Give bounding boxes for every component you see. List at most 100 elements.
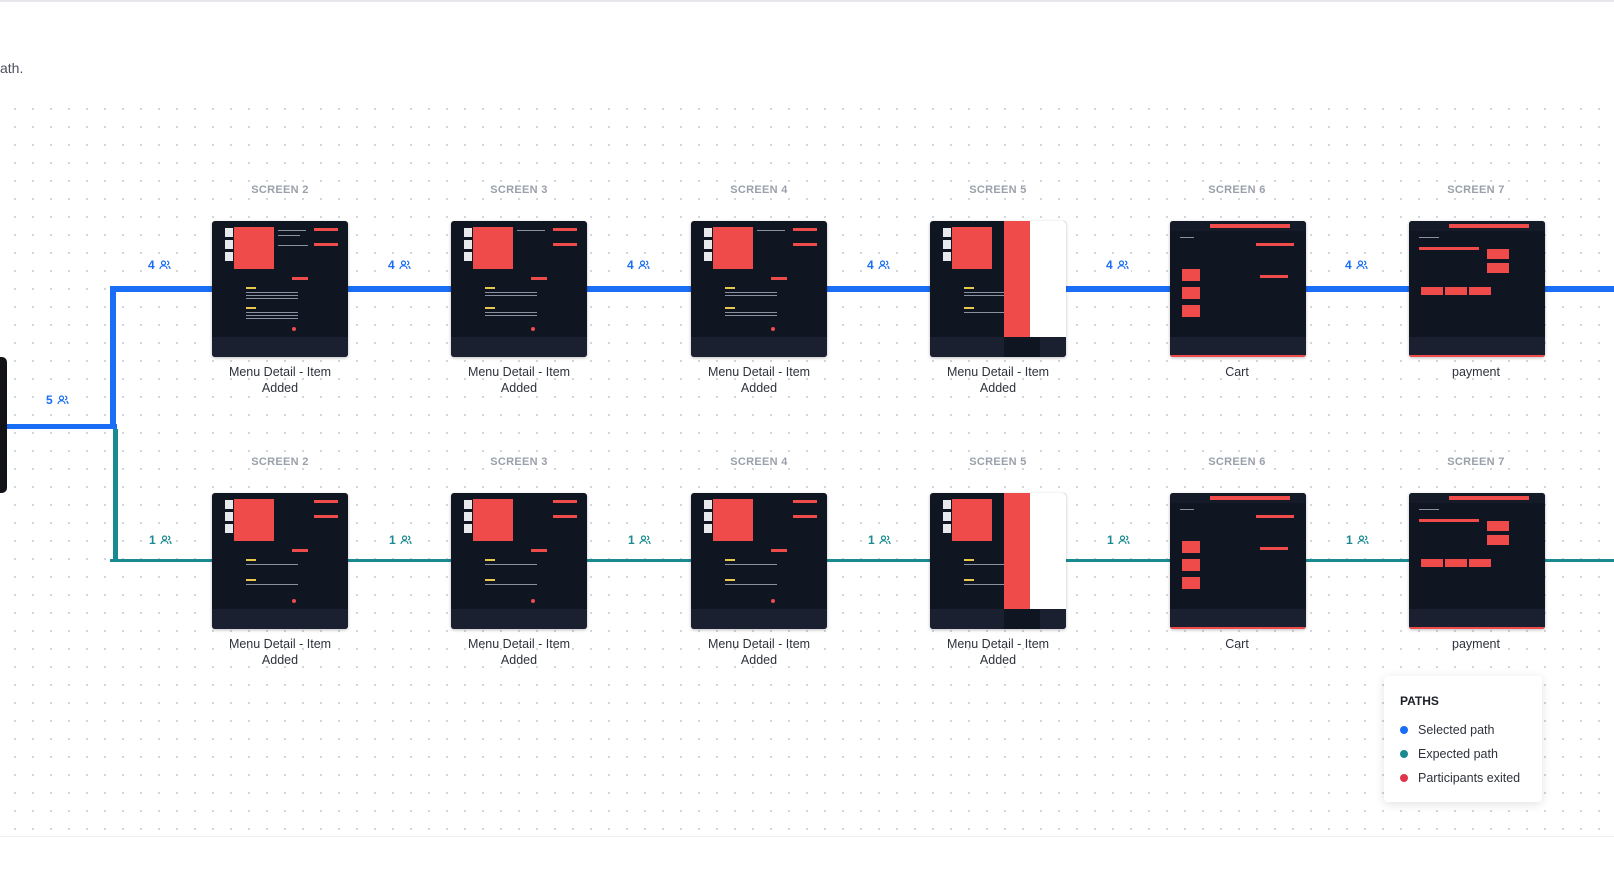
thumb-red-underline	[1170, 355, 1306, 357]
selected-path-row-edge	[110, 286, 1614, 292]
thumb-red-block	[1487, 263, 1509, 273]
thumb-text	[485, 564, 537, 565]
participant-count: 4	[625, 258, 652, 272]
users-icon	[1357, 535, 1369, 545]
thumb-red-bar	[1260, 275, 1288, 278]
thumb-text	[725, 315, 777, 316]
thumb-product-image	[713, 499, 753, 541]
screen-label: SCREEN 3	[490, 456, 548, 468]
screen-thumbnail[interactable]	[212, 221, 348, 357]
thumb-rating	[725, 579, 735, 581]
users-icon	[879, 535, 891, 545]
thumb-rating	[485, 579, 495, 581]
screen-thumbnail[interactable]	[1170, 493, 1306, 629]
participant-count: 4	[1343, 258, 1370, 272]
thumb-rating	[246, 559, 256, 561]
participant-count: 1	[866, 533, 893, 547]
thumb-red-bar	[314, 500, 338, 503]
thumb-sidebar-swatch	[943, 524, 951, 533]
thumb-red-block	[1445, 559, 1467, 567]
thumb-red-bar	[553, 500, 577, 503]
thumb-product-image	[952, 499, 992, 541]
screen-name: payment	[1452, 637, 1500, 651]
screen-thumbnail[interactable]	[691, 493, 827, 629]
thumb-text	[517, 230, 545, 231]
bottom-divider	[0, 836, 1614, 837]
thumb-sidebar-swatch	[225, 512, 233, 521]
screen-thumbnail[interactable]	[1409, 221, 1545, 357]
thumb-sidebar-swatch	[704, 524, 712, 533]
thumb-text	[485, 584, 537, 585]
screen-label: SCREEN 6	[1208, 184, 1266, 196]
thumb-text	[485, 312, 537, 313]
thumb-product-image	[952, 227, 992, 269]
thumb-page-dot	[771, 599, 775, 603]
thumb-sidebar-swatch	[464, 252, 472, 261]
legend-item-participants-exited: Participants exited	[1400, 771, 1520, 785]
users-icon	[400, 535, 412, 545]
users-icon	[638, 260, 650, 270]
thumb-cart-item	[1182, 269, 1200, 281]
thumb-sidebar-swatch	[464, 240, 472, 249]
thumb-rating	[485, 287, 495, 289]
legend-dot	[1400, 774, 1408, 782]
thumb-red-bar	[314, 228, 338, 231]
thumb-red-bar	[1419, 247, 1479, 250]
thumb-red-underline	[1409, 627, 1545, 629]
thumb-red-block	[1487, 249, 1509, 259]
thumb-red-bar	[292, 549, 308, 552]
screen-name: Cart	[1225, 365, 1249, 379]
thumb-sidebar-swatch	[464, 524, 472, 533]
thumb-sidebar-swatch	[704, 240, 712, 249]
thumb-nav-bar	[1449, 496, 1529, 500]
thumb-red-block	[1421, 287, 1443, 295]
screen-thumbnail[interactable]	[930, 493, 1066, 629]
legend-item-selected-path: Selected path	[1400, 723, 1494, 737]
users-icon	[399, 260, 411, 270]
thumb-red-bar	[793, 500, 817, 503]
thumb-footer	[451, 609, 587, 629]
screen-thumbnail[interactable]	[691, 221, 827, 357]
screen-thumbnail[interactable]	[930, 221, 1066, 357]
screen-thumbnail[interactable]	[212, 493, 348, 629]
thumb-rating	[485, 307, 495, 309]
thumb-cart-overlay	[1004, 493, 1066, 629]
thumb-text	[725, 295, 777, 296]
thumb-rating	[246, 579, 256, 581]
screen-thumbnail[interactable]	[451, 493, 587, 629]
thumb-red-bar	[771, 549, 787, 552]
thumb-text	[964, 564, 1004, 565]
thumb-footer	[691, 609, 827, 629]
users-icon	[1356, 260, 1368, 270]
thumb-footer	[1409, 609, 1545, 629]
participant-count: 4	[865, 258, 892, 272]
thumb-text	[246, 298, 298, 299]
thumb-cart-item	[1182, 287, 1200, 299]
screen-thumbnail[interactable]	[1170, 221, 1306, 357]
thumb-red-block	[1487, 521, 1509, 531]
thumb-red-bar	[793, 228, 817, 231]
thumb-red-block	[1469, 287, 1491, 295]
thumb-footer	[691, 337, 827, 357]
thumb-product-image	[234, 499, 274, 541]
thumb-page-dot	[531, 327, 535, 331]
flow-canvas[interactable]	[0, 96, 1614, 836]
screen-name: payment	[1452, 365, 1500, 379]
screen-label: SCREEN 4	[730, 184, 788, 196]
thumb-text	[725, 584, 777, 585]
thumb-sidebar-swatch	[225, 228, 233, 237]
thumb-cart-item	[1182, 559, 1200, 571]
thumb-text	[278, 245, 308, 246]
thumb-red-block	[1469, 559, 1491, 567]
legend-label: Selected path	[1418, 723, 1495, 737]
start-screen-node[interactable]	[0, 357, 7, 493]
screen-label: SCREEN 7	[1447, 184, 1505, 196]
screen-thumbnail[interactable]	[1409, 493, 1545, 629]
thumb-sidebar-swatch	[704, 512, 712, 521]
screen-thumbnail[interactable]	[451, 221, 587, 357]
users-icon	[1117, 260, 1129, 270]
